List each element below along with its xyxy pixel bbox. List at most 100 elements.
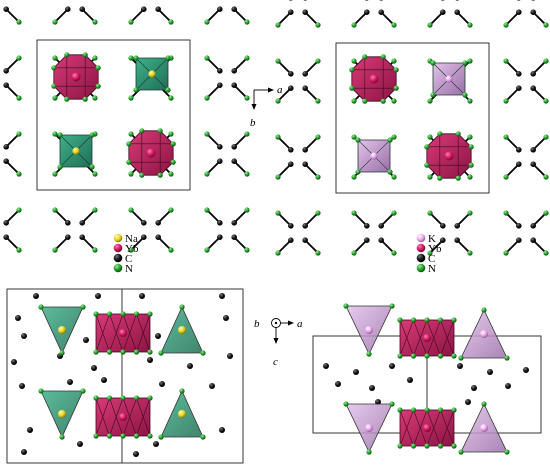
nitrogen-atom (468, 144, 474, 150)
nitrogen-atom (543, 210, 549, 216)
nitrogen-atom (82, 96, 88, 102)
bond (157, 8, 172, 23)
bond (456, 239, 471, 254)
nitrogen-atom (467, 98, 473, 104)
nitrogen-atom (451, 443, 457, 449)
carbon-atom (440, 9, 446, 15)
nitrogen-atom (168, 131, 174, 137)
bond (505, 60, 520, 75)
bond (532, 163, 547, 178)
nitrogen-atom (244, 131, 250, 137)
bond (5, 236, 20, 251)
carbon-atom (441, 0, 445, 1)
carbon-atom (516, 85, 522, 91)
carbon-atom (364, 9, 370, 15)
nitrogen-atom (89, 132, 95, 138)
nitrogen-atom (59, 434, 65, 440)
bond (505, 212, 520, 227)
carbon-atom (231, 158, 237, 164)
nitrogen-atom (387, 137, 393, 143)
nitrogen-atom (51, 83, 57, 89)
bond (532, 212, 547, 227)
bond (505, 136, 520, 151)
carbon-atom (531, 0, 535, 1)
bond (233, 8, 248, 23)
nitrogen-atom (128, 95, 134, 101)
nitrogen-atom (92, 19, 98, 25)
carbon-atom (302, 71, 309, 77)
carbon-atom (65, 234, 71, 240)
carbon-atom (302, 161, 309, 167)
bond (54, 8, 69, 23)
cyanide-chains (275, 0, 549, 256)
nitrogen-atom (89, 164, 95, 170)
nitrogen-atom (16, 131, 22, 137)
carbon-atom (217, 6, 223, 12)
nitrogen-atom (133, 87, 139, 93)
bond (304, 212, 319, 227)
nitrogen-atom (38, 304, 44, 310)
nitrogen-atom (503, 58, 509, 64)
nitrogen-atom (244, 207, 250, 213)
polyhedron-edge (399, 319, 414, 357)
nitrogen-atom (106, 349, 113, 355)
carbon-atom (530, 237, 536, 243)
bond (157, 209, 172, 224)
carbon-atom (530, 85, 536, 91)
nitrogen-atom (349, 85, 355, 91)
nitrogen-atom (393, 85, 399, 91)
carbon-atom (288, 223, 294, 229)
nitrogen-atom (128, 131, 134, 137)
nitrogen-atom (275, 134, 281, 140)
nitrogen-atom (504, 355, 510, 361)
nitrogen-atom (467, 210, 473, 216)
nitrogen-atom (52, 131, 58, 137)
polyhedron-edge (413, 319, 428, 357)
coordination-polyhedra (51, 52, 176, 178)
nitrogen-atom (179, 304, 185, 310)
nitrogen-atom (106, 395, 113, 401)
nitrogen-atom (355, 137, 361, 143)
carbon-atom (3, 144, 10, 150)
carbon-atom (3, 220, 10, 226)
potassium-atom (365, 424, 373, 432)
coordination-polyhedra (11, 293, 233, 457)
bond (353, 212, 368, 227)
polyhedron-edge (109, 313, 124, 353)
carbon-atom (378, 9, 385, 15)
bond (206, 236, 221, 251)
unit-cell (36, 39, 191, 191)
arrow-head-icon (288, 320, 294, 326)
carbon-atom (95, 293, 101, 299)
nitrogen-atom (462, 60, 468, 66)
legend-n-label: N (125, 263, 133, 275)
sodium-atom (178, 410, 186, 418)
carbon-atom (375, 399, 381, 405)
polyhedron-edge (122, 313, 137, 353)
carbon-atom (141, 6, 147, 12)
nitrogen-atom (16, 95, 22, 101)
carbon-atom (19, 383, 25, 389)
bond (233, 133, 248, 148)
legend-n-swatch (416, 263, 426, 273)
carbon-atom (523, 367, 529, 373)
nitrogen-atom (543, 22, 549, 28)
nitrogen-atom (204, 55, 210, 61)
bond (157, 236, 172, 251)
nitrogen-atom (16, 247, 22, 253)
carbon-atom (27, 427, 33, 433)
nitrogen-atom (16, 171, 22, 177)
bond (304, 136, 319, 151)
nitrogen-atom (133, 55, 139, 61)
nitrogen-atom (349, 67, 355, 73)
bond (277, 11, 292, 26)
carbon-atom (302, 85, 309, 91)
nitrogen-atom (200, 350, 206, 356)
carbon-atom (323, 363, 329, 369)
nitrogen-atom (543, 250, 549, 256)
bond (206, 133, 221, 148)
nitrogen-atom (128, 247, 134, 253)
nitrogen-atom (462, 92, 468, 98)
carbon-atom (364, 237, 370, 243)
